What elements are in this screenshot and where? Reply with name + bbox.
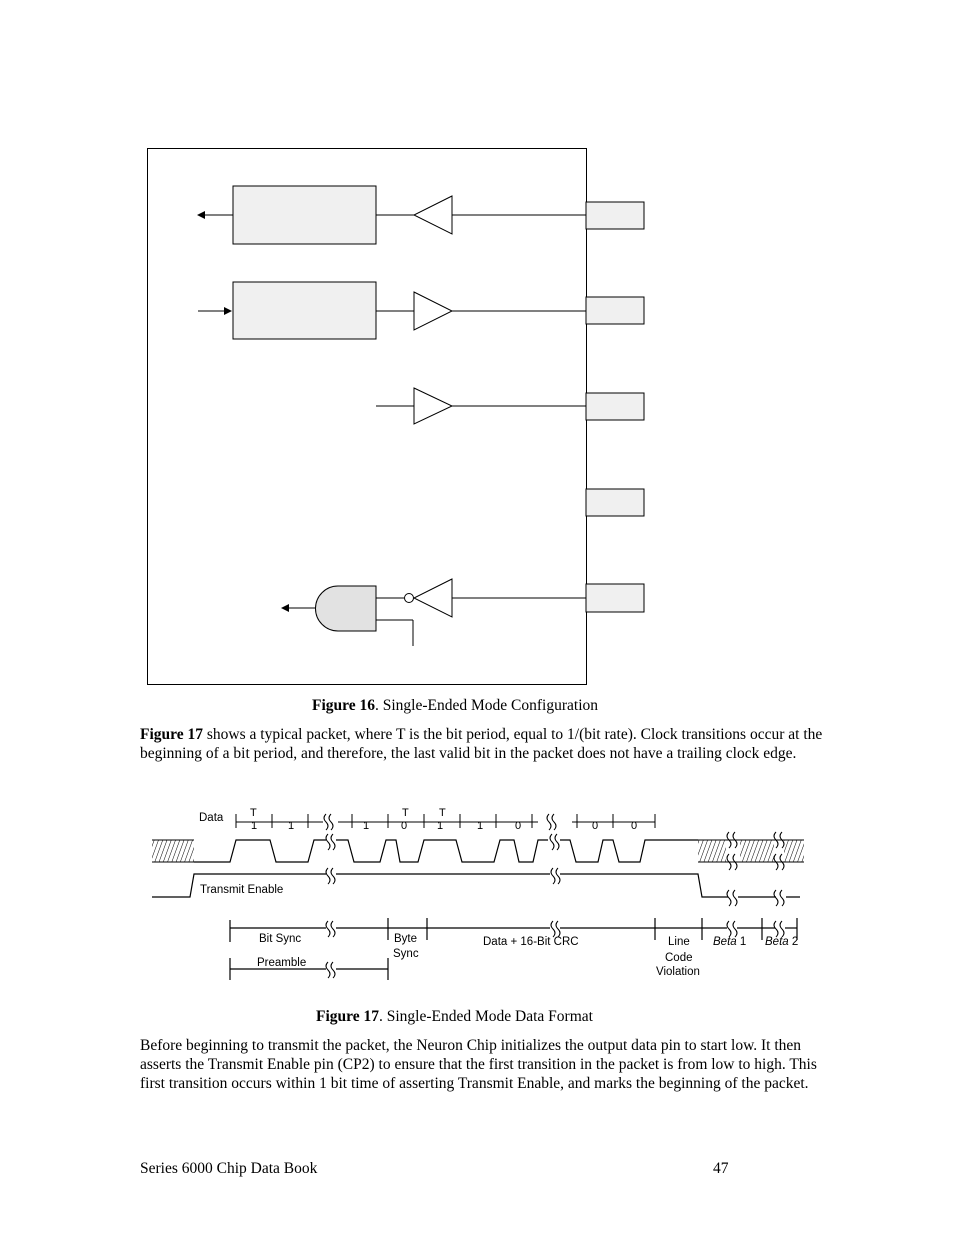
bit-sync-label: Bit Sync: [259, 933, 301, 945]
inverter-bubble: [404, 593, 414, 603]
pin-2: [585, 296, 645, 325]
beta-2-italic: Beta: [765, 936, 789, 948]
line-code-label-3: Violation: [656, 966, 700, 978]
buffer-2: [413, 291, 454, 331]
paragraph-body: shows a typical packet, where T is the b…: [140, 726, 823, 762]
line-code-label-1: Line: [668, 936, 690, 948]
figure-17-label: Figure 17: [316, 1008, 379, 1025]
data-label: Data: [199, 812, 224, 824]
bit-value: 0: [401, 820, 407, 832]
inverter-buffer: [412, 578, 453, 618]
figure-16-diagram: [147, 148, 645, 685]
figure-17-caption-text: . Single-Ended Mode Data Format: [379, 1008, 593, 1025]
paragraph-figure-ref: Figure 17: [140, 726, 203, 743]
period-label-3: T: [439, 807, 446, 819]
bit-value: 1: [251, 820, 257, 832]
figure-16-caption-text: . Single-Ended Mode Configuration: [375, 697, 598, 714]
pin-3: [585, 392, 645, 421]
data-idle-hatch: [152, 840, 194, 862]
page-number: 47: [713, 1160, 729, 1177]
bit-value: 0: [631, 820, 637, 832]
preamble-label: Preamble: [257, 957, 306, 969]
buffer-1: [412, 195, 453, 235]
block-1: [232, 185, 377, 245]
pin-1: [585, 201, 645, 230]
beta-2-label: Beta 2: [765, 936, 798, 948]
beta-1-italic: Beta: [713, 936, 737, 948]
bit-value: 1: [363, 820, 369, 832]
pin-5: [585, 583, 645, 613]
data-end-hatch-1: [698, 840, 726, 862]
bit-value: 1: [288, 820, 294, 832]
figure-17-timing-diagram: Data T T T 1 1 1 0 1 1 0 0 0 Transmi: [152, 807, 804, 980]
transmit-enable-waveform: [152, 873, 800, 898]
period-label-2: T: [402, 807, 409, 819]
bit-value: 1: [437, 820, 443, 832]
buffer-3: [413, 387, 454, 425]
data-end-hatch-3: [784, 840, 804, 862]
and-gate: [315, 585, 377, 632]
beta-2-number: 2: [789, 936, 799, 948]
paragraph-transmit: Before beginning to transmit the packet,…: [140, 1037, 817, 1092]
footer-title: Series 6000 Chip Data Book: [140, 1160, 318, 1177]
transmit-enable-label: Transmit Enable: [200, 884, 283, 896]
figure-16-label: Figure 16: [312, 697, 375, 714]
block-2: [232, 281, 377, 340]
bit-value: 0: [515, 820, 521, 832]
period-label-1: T: [250, 807, 257, 819]
bit-value: 0: [592, 820, 598, 832]
figure-16-caption: Figure 16. Single-Ended Mode Configurati…: [312, 697, 598, 715]
data-waveform: [194, 839, 698, 863]
line-code-label-2: Code: [665, 952, 693, 964]
data-end-hatch-2: [740, 840, 774, 862]
paragraph-figure17-intro: Figure 17 shows a typical packet, where …: [140, 725, 830, 763]
data-crc-label: Data + 16-Bit CRC: [483, 936, 579, 948]
byte-sync-label-1: Byte: [394, 933, 417, 945]
pin-4: [585, 488, 645, 517]
byte-sync-label-2: Sync: [393, 948, 419, 960]
figure-17-caption: Figure 17. Single-Ended Mode Data Format: [316, 1008, 593, 1026]
beta-1-number: 1: [737, 936, 747, 948]
bit-value: 1: [477, 820, 483, 832]
beta-1-label: Beta 1: [713, 936, 746, 948]
